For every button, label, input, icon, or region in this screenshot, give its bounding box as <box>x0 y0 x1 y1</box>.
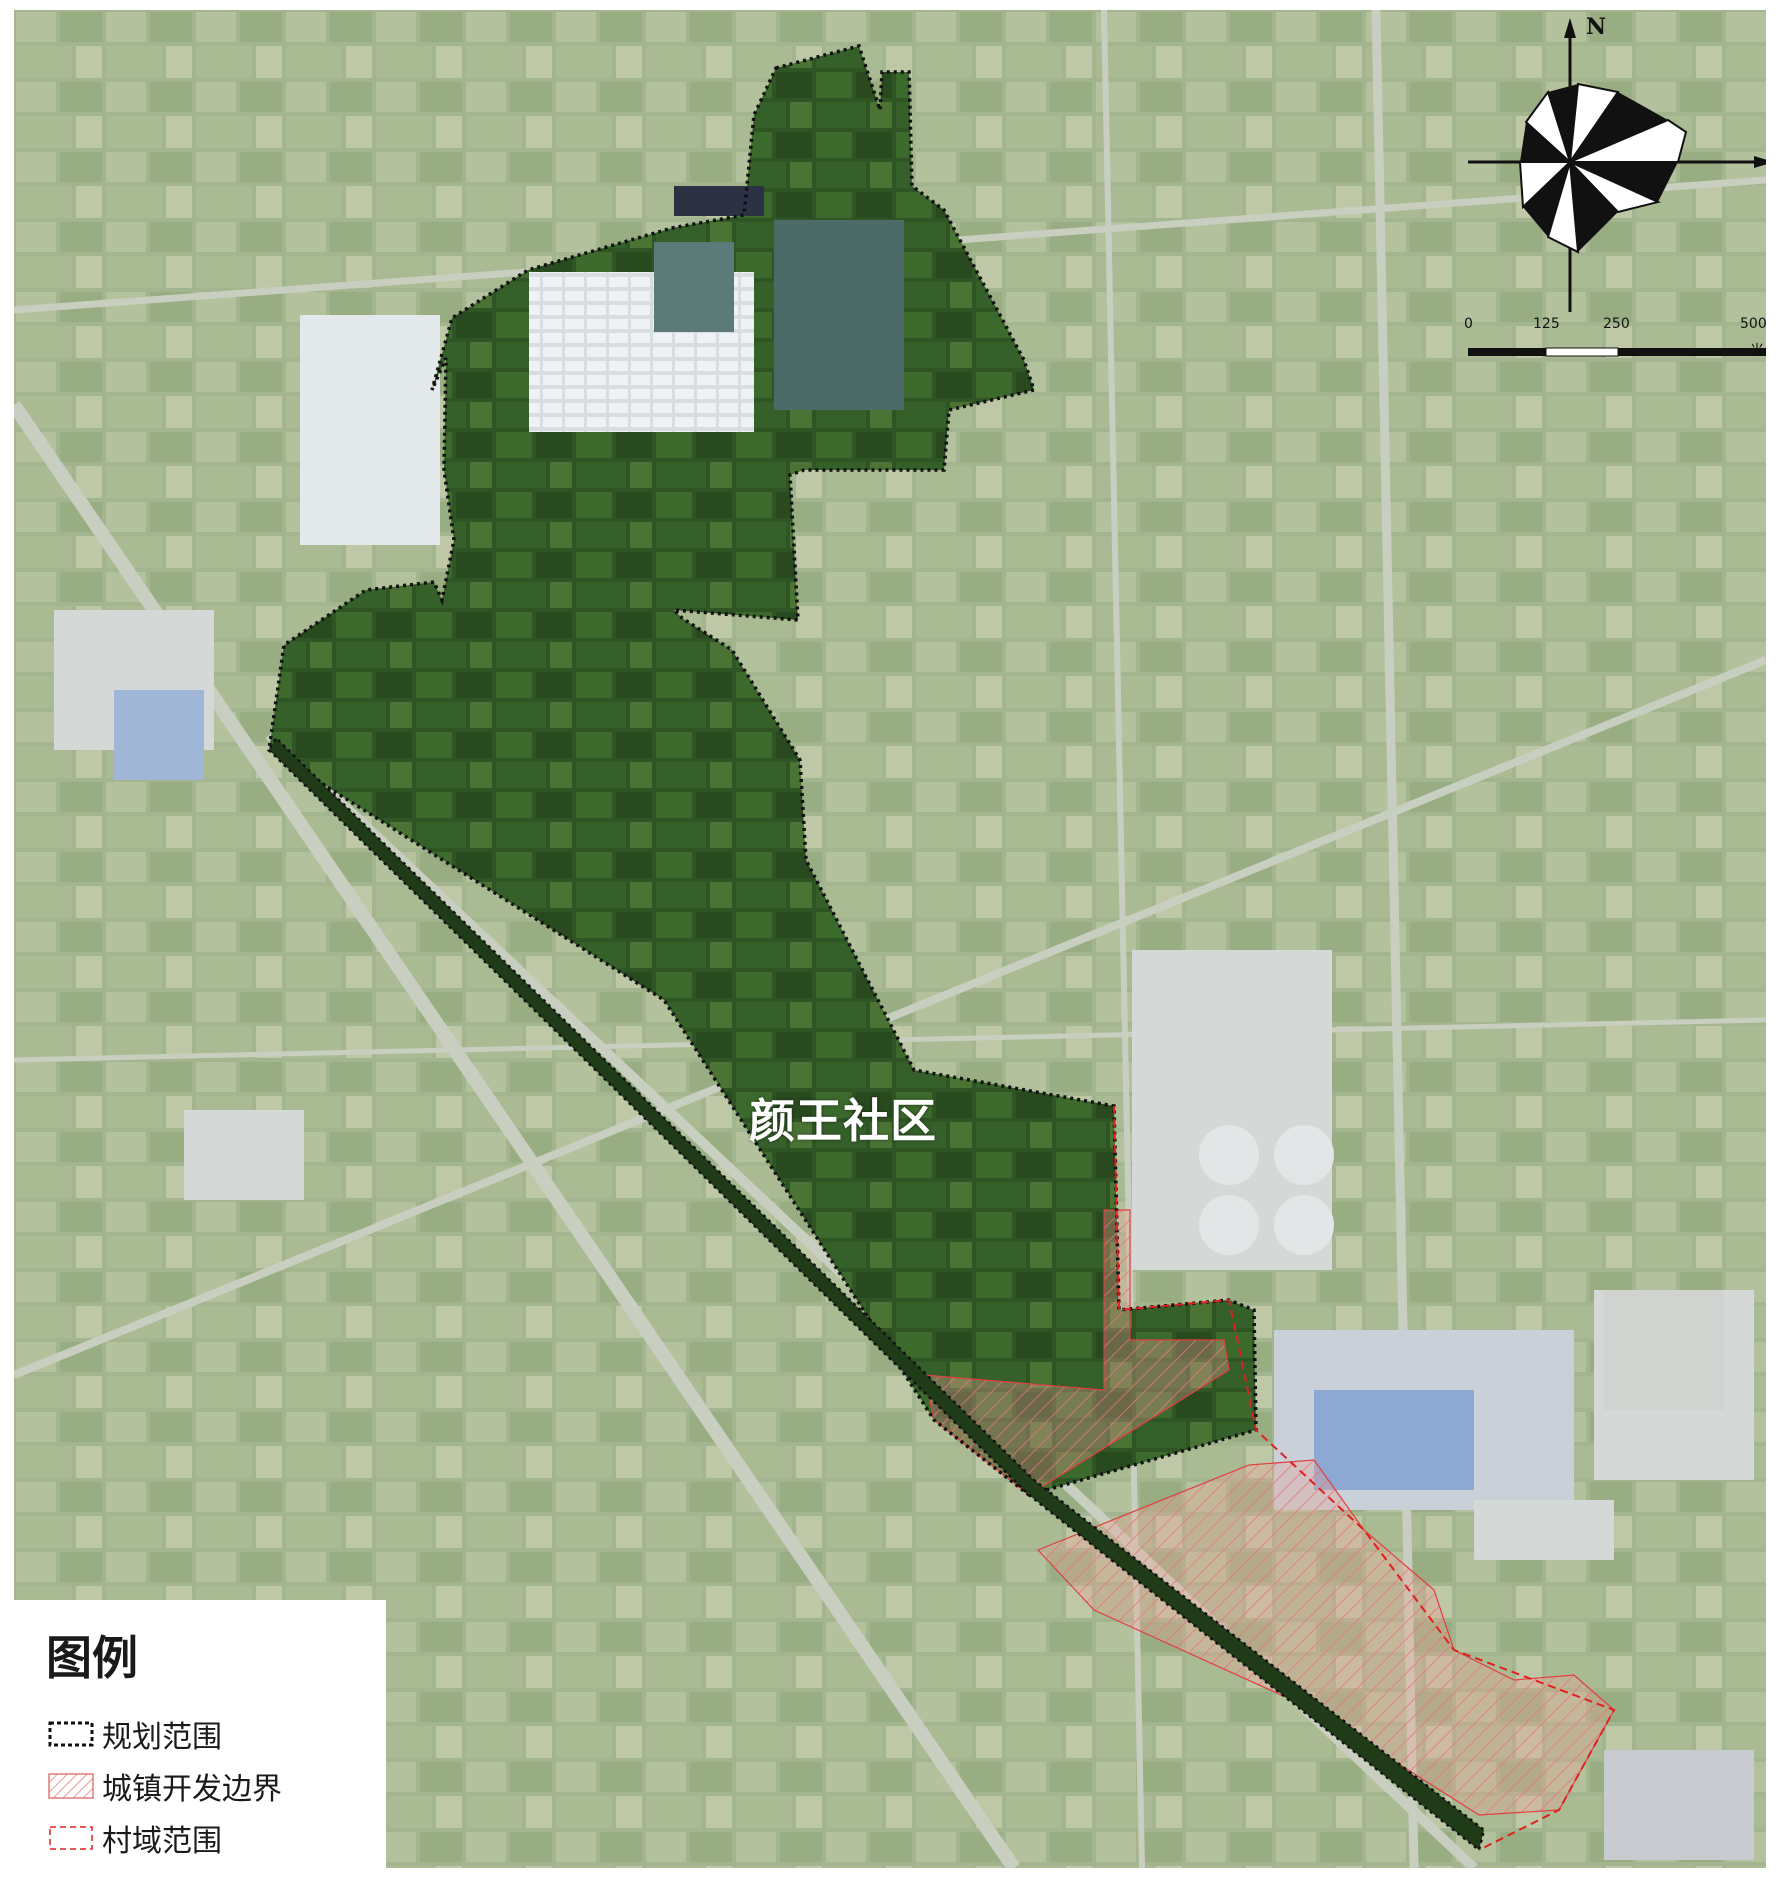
legend-label: 城镇开发边界 <box>102 1772 282 1807</box>
legend-item-village-boundary: 村域范围 <box>48 1820 222 1859</box>
village-boundary-line <box>1113 1105 1616 1851</box>
scale-unit: 米 <box>1750 343 1764 359</box>
greenhouse-blocks <box>529 186 904 432</box>
map-canvas[interactable]: N 0 125 250 500 米 颜王社区 <box>14 10 1766 1868</box>
scale-bar <box>1468 347 1766 357</box>
north-label: N <box>1586 14 1607 40</box>
scale-tick-125: 125 <box>1533 316 1560 332</box>
legend-item-planning-boundary: 规划范围 <box>48 1716 222 1755</box>
legend-label: 村域范围 <box>102 1824 222 1859</box>
legend-label: 规划范围 <box>102 1720 222 1755</box>
town-development-hatch-north <box>923 1209 1230 1496</box>
legend-item-town-development: 城镇开发边界 <box>48 1768 282 1807</box>
scale-tick-250: 250 <box>1603 316 1630 332</box>
dotted-box-icon <box>48 1721 94 1747</box>
legend-panel: 图例 规划范围 城镇开发边界 村域范围 <box>14 1600 386 1868</box>
north-arrow-icon <box>1468 18 1766 312</box>
place-label-yanwang: 颜王社区 <box>749 1094 937 1148</box>
scale-tick-500: 500 <box>1740 316 1766 332</box>
planning-strip-south <box>267 735 1486 1853</box>
planning-boundary-line <box>267 43 1258 1497</box>
planning-area-fill <box>269 46 1256 1495</box>
scale-tick-0: 0 <box>1464 316 1473 332</box>
industrial-buildings <box>54 315 1754 1860</box>
dashed-box-icon <box>49 1826 93 1850</box>
hatched-box-icon <box>48 1773 94 1799</box>
legend-title: 图例 <box>46 1631 138 1685</box>
